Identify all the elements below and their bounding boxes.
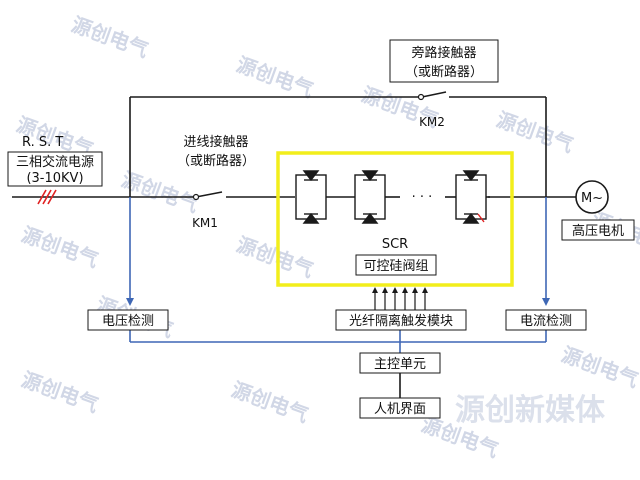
source-name: 三相交流电源 — [16, 154, 94, 170]
voltage-detect-label: 电压检测 — [102, 314, 154, 329]
thyristor-pair-3 — [455, 170, 487, 224]
scr-tag: SCR — [382, 237, 408, 252]
watermark-text: 源创电气 — [233, 232, 316, 282]
km1-contact — [192, 193, 200, 201]
watermark-text: 源创电气 — [233, 52, 316, 102]
source-voltage: (3-10KV) — [26, 171, 83, 186]
motor-name-box — [561, 219, 635, 241]
watermark-text: 源创电气 — [18, 367, 101, 417]
voltage-detect-box — [87, 309, 169, 331]
trigger-arrows — [372, 287, 428, 310]
km1-tag: KM1 — [192, 216, 218, 230]
watermark-text: 源创电气 — [493, 107, 576, 157]
scr-name-box — [355, 254, 437, 276]
source-box — [7, 151, 103, 187]
watermark-text: 源创电气 — [558, 342, 640, 392]
three-phase-marks — [37, 189, 57, 205]
bypass-contactor-box — [389, 39, 499, 83]
hmi-label: 人机界面 — [374, 402, 426, 417]
thyristor-pair-1 — [295, 170, 327, 224]
bypass-contactor-label: 旁路接触器 — [411, 45, 476, 61]
fiber-trigger-label: 光纤隔离触发模块 — [349, 313, 453, 329]
km2-contact — [417, 93, 425, 101]
watermark-text: 源创电气 — [228, 377, 311, 427]
hmi-box — [359, 397, 441, 419]
watermark-text: 源创电气 — [68, 12, 151, 62]
motor-symbol-label: M~ — [581, 191, 603, 206]
watermark-logo-text: 源创新媒体 — [455, 393, 606, 428]
scr-ellipsis: · · · — [412, 190, 433, 205]
incoming-contactor-label: 进线接触器 — [183, 134, 248, 150]
main-control-label: 主控单元 — [374, 357, 426, 372]
watermark-text: 源创电气 — [18, 222, 101, 272]
current-detect-label: 电流检测 — [520, 314, 572, 329]
thyristor-pair-2 — [354, 170, 386, 224]
km2-tag: KM2 — [419, 115, 445, 129]
fiber-trigger-box — [335, 309, 467, 331]
scr-valve-frame — [276, 151, 514, 287]
current-detect-box — [505, 309, 587, 331]
incoming-contactor-sublabel: （或断路器） — [177, 153, 255, 169]
control-wiring — [126, 197, 550, 353]
motor-symbol — [575, 180, 609, 214]
source-phases-label: R. S. T — [22, 135, 63, 150]
motor-name: 高压电机 — [572, 223, 624, 239]
bypass-contactor-sublabel: （或断路器） — [405, 64, 483, 80]
scr-name: 可控硅阀组 — [363, 259, 428, 274]
